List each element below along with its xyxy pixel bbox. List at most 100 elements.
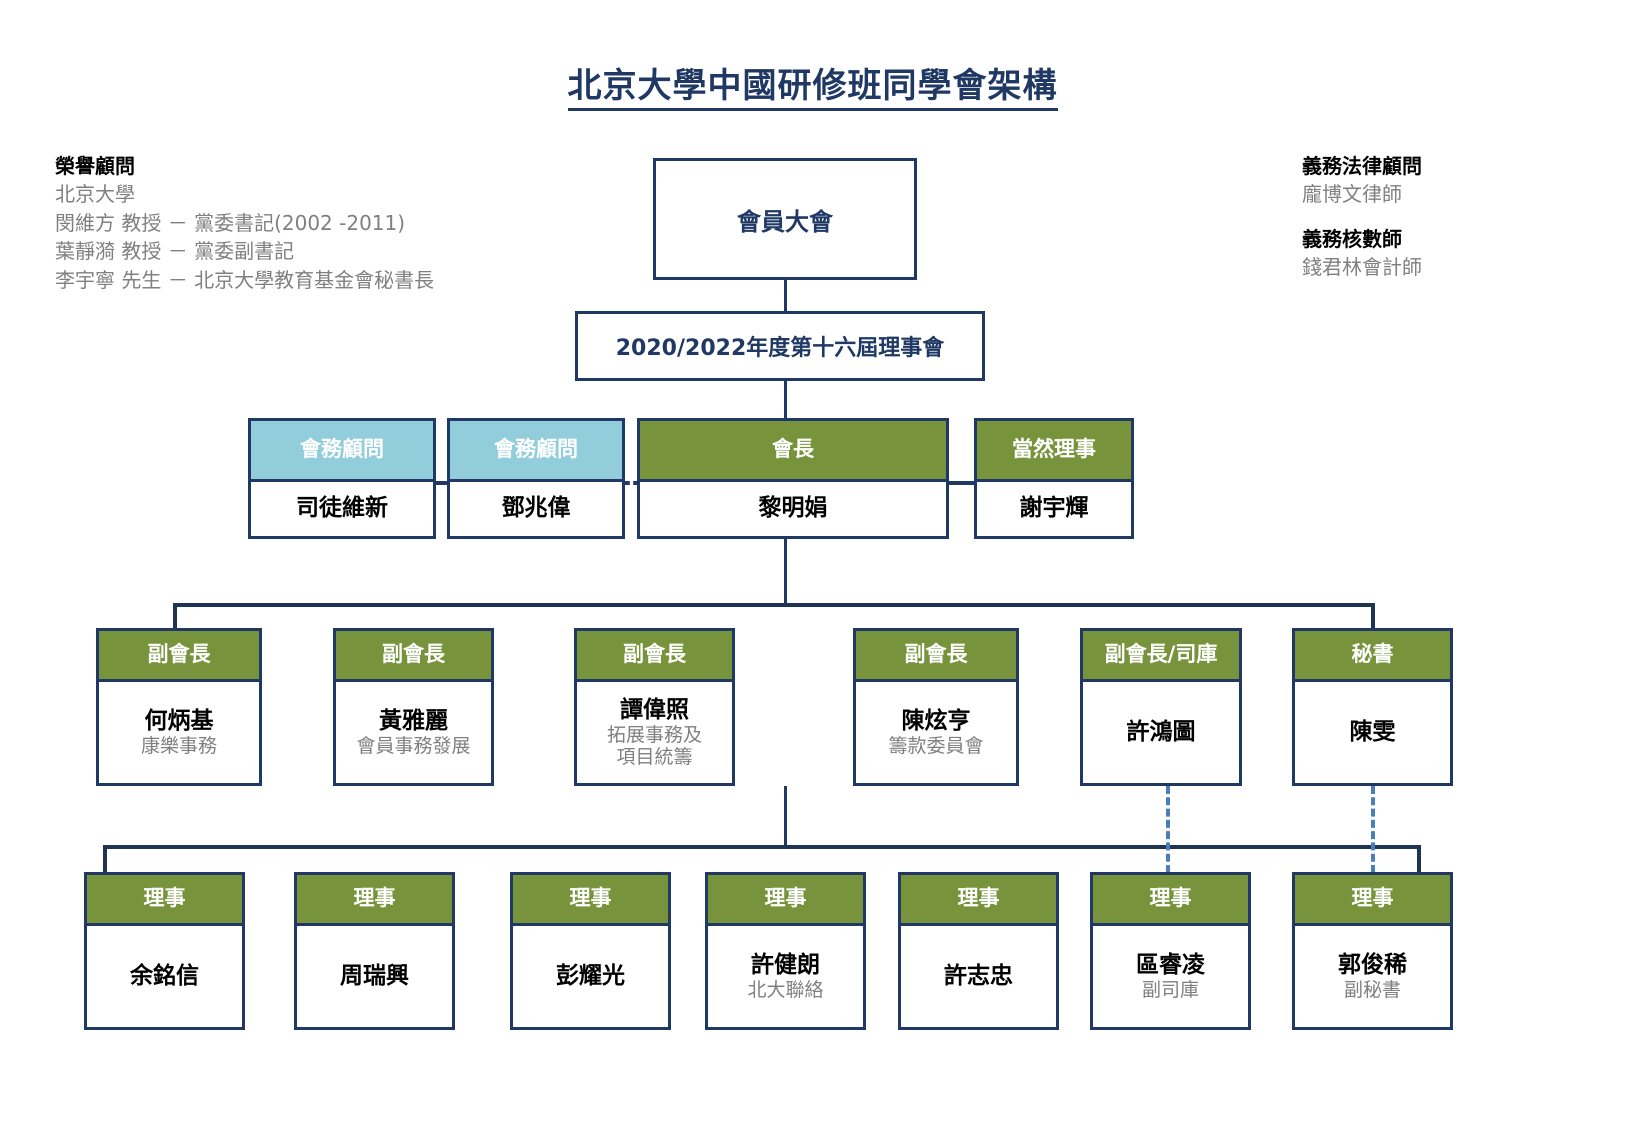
- node-vice-president-1[interactable]: 副會長 黃雅麗 會員事務發展: [333, 628, 494, 786]
- node-officer-2-header: 會長: [637, 418, 949, 482]
- node-director-0-body: 余銘信: [84, 926, 245, 1030]
- node-director-5-header: 理事: [1090, 872, 1251, 926]
- node-director-4-title: 理事: [957, 886, 1000, 911]
- node-vice-president-1-sub: 會員事務發展: [356, 734, 471, 757]
- node-board-of-directors-label: 2020/2022年度第十六屆理事會: [615, 336, 945, 361]
- connector-board-to-chairman: [784, 381, 787, 418]
- node-director-2-name: 彭耀光: [556, 962, 625, 989]
- node-vice-president-3-title: 副會長: [904, 642, 968, 667]
- node-officer-0-name: 司徒維新: [296, 495, 388, 522]
- node-vice-president-5-title: 秘書: [1351, 642, 1394, 667]
- node-vice-president-1-header: 副會長: [333, 628, 494, 682]
- node-director-2[interactable]: 理事 彭耀光: [510, 872, 671, 1030]
- node-officer-2[interactable]: 會長 黎明娟: [637, 418, 949, 539]
- legal-advisor-name: 龐博文律師: [1302, 182, 1402, 207]
- node-director-6[interactable]: 理事 郭俊稀 副秘書: [1292, 872, 1453, 1030]
- node-director-2-body: 彭耀光: [510, 926, 671, 1030]
- node-director-6-title: 理事: [1351, 886, 1394, 911]
- honorary-advisors-heading: 榮譽顧問: [55, 154, 135, 178]
- connector-chairman-down: [784, 539, 787, 605]
- node-officer-3[interactable]: 當然理事 謝宇輝: [974, 418, 1134, 539]
- node-vice-president-5-name: 陳雯: [1349, 718, 1396, 745]
- node-vice-president-0-name: 何炳基: [144, 707, 214, 734]
- node-vice-president-3-sub: 籌款委員會: [888, 734, 984, 757]
- node-director-2-header: 理事: [510, 872, 671, 926]
- node-director-5-title: 理事: [1149, 886, 1192, 911]
- node-vice-president-0[interactable]: 副會長 何炳基 康樂事務: [96, 628, 262, 786]
- honorary-advisors-line-2: 葉靜漪 教授 － 黨委副書記: [55, 239, 295, 264]
- node-director-6-name: 郭俊稀: [1338, 951, 1407, 978]
- node-officer-1[interactable]: 會務顧問 鄧兆偉: [447, 418, 625, 539]
- node-director-6-header: 理事: [1292, 872, 1453, 926]
- node-director-1-body: 周瑞興: [294, 926, 455, 1030]
- node-director-4-body: 許志忠: [898, 926, 1059, 1030]
- connector-chairman-to-ex-officio: [946, 481, 977, 485]
- node-vice-president-3-header: 副會長: [853, 628, 1019, 682]
- node-director-3[interactable]: 理事 許健朗 北大聯絡: [705, 872, 866, 1030]
- honorary-advisors-line-1: 閔維方 教授 － 黨委書記(2002 -2011): [55, 210, 406, 235]
- node-director-0[interactable]: 理事 余銘信: [84, 872, 245, 1030]
- node-director-5-sub: 副司庫: [1141, 978, 1199, 1001]
- node-officer-3-name: 謝宇輝: [1019, 495, 1089, 522]
- honorary-advisors-note: 榮譽顧問 北京大學 閔維方 教授 － 黨委書記(2002 -2011) 葉靜漪 …: [55, 152, 434, 294]
- node-officer-2-title: 會長: [772, 437, 814, 462]
- honorary-advisors-line-3: 李宇寧 先生 － 北京大學教育基金會秘書長: [55, 267, 435, 292]
- node-general-assembly[interactable]: 會員大會: [653, 158, 917, 280]
- node-vice-president-4-body: 許鴻圖: [1080, 682, 1242, 786]
- node-officer-1-title: 會務顧問: [494, 437, 578, 462]
- node-director-6-body: 郭俊稀 副秘書: [1292, 926, 1453, 1030]
- node-officer-0-header: 會務顧問: [248, 418, 436, 482]
- node-director-3-header: 理事: [705, 872, 866, 926]
- connector-advisor0-to-advisor1: [434, 481, 450, 485]
- node-officer-1-header: 會務顧問: [447, 418, 625, 482]
- node-vice-president-0-title: 副會長: [147, 642, 211, 667]
- node-board-of-directors[interactable]: 2020/2022年度第十六屆理事會: [575, 311, 985, 381]
- node-officer-0-body: 司徒維新: [248, 482, 436, 539]
- node-vice-president-2-body: 譚偉照 拓展事務及 項目統籌: [574, 682, 735, 786]
- honorary-advisors-line-0: 北京大學: [55, 182, 135, 207]
- honorary-professionals-note: 義務法律顧問 龐博文律師 義務核數師 錢君林會計師: [1302, 152, 1422, 282]
- node-vice-president-4-header: 副會長/司庫: [1080, 628, 1242, 682]
- node-director-3-title: 理事: [764, 886, 807, 911]
- node-vice-president-2-sub: 拓展事務及: [606, 723, 702, 746]
- auditor-heading: 義務核數師: [1302, 226, 1402, 251]
- connector-expansion-vp-down: [784, 786, 787, 846]
- bus-directors: [103, 845, 1420, 849]
- node-vice-president-5[interactable]: 秘書 陳雯: [1292, 628, 1453, 786]
- node-director-5[interactable]: 理事 區睿凌 副司庫: [1090, 872, 1251, 1030]
- bus-vice-presidents-left-drop: [173, 603, 177, 630]
- node-officer-2-name: 黎明娟: [758, 495, 828, 522]
- node-officer-3-body: 謝宇輝: [974, 482, 1134, 539]
- node-vice-president-2-sub2: 項目統籌: [616, 746, 693, 769]
- node-director-1-name: 周瑞興: [340, 962, 409, 989]
- node-vice-president-4[interactable]: 副會長/司庫 許鴻圖: [1080, 628, 1242, 786]
- node-officer-1-body: 鄧兆偉: [447, 482, 625, 539]
- node-vice-president-1-title: 副會長: [382, 642, 445, 667]
- node-director-1[interactable]: 理事 周瑞興: [294, 872, 455, 1030]
- bus-directors-right-drop: [1417, 845, 1421, 873]
- auditor-name: 錢君林會計師: [1302, 255, 1422, 280]
- node-vice-president-5-header: 秘書: [1292, 628, 1453, 682]
- node-officer-0[interactable]: 會務顧問 司徒維新: [248, 418, 436, 539]
- node-director-5-body: 區睿凌 副司庫: [1090, 926, 1251, 1030]
- node-director-4-header: 理事: [898, 872, 1059, 926]
- note-spacer: [1302, 209, 1422, 225]
- node-director-3-sub: 北大聯絡: [747, 978, 824, 1001]
- node-vice-president-3-name: 陳炫亨: [901, 707, 971, 734]
- node-vice-president-3[interactable]: 副會長 陳炫亨 籌款委員會: [853, 628, 1019, 786]
- node-vice-president-5-body: 陳雯: [1292, 682, 1453, 786]
- node-director-0-title: 理事: [143, 886, 186, 911]
- connector-treasurer-to-deputy-treasurer: [1166, 786, 1170, 873]
- node-vice-president-3-body: 陳炫亨 籌款委員會: [853, 682, 1019, 786]
- node-director-4[interactable]: 理事 許志忠: [898, 872, 1059, 1030]
- node-vice-president-4-name: 許鴻圖: [1126, 718, 1196, 745]
- node-vice-president-2-name: 譚偉照: [620, 696, 689, 723]
- node-officer-3-header: 當然理事: [974, 418, 1134, 482]
- node-general-assembly-label: 會員大會: [737, 207, 833, 236]
- node-director-0-header: 理事: [84, 872, 245, 926]
- node-vice-president-2[interactable]: 副會長 譚偉照 拓展事務及 項目統籌: [574, 628, 735, 786]
- node-director-4-name: 許志忠: [944, 962, 1013, 989]
- node-vice-president-0-header: 副會長: [96, 628, 262, 682]
- node-officer-2-body: 黎明娟: [637, 482, 949, 539]
